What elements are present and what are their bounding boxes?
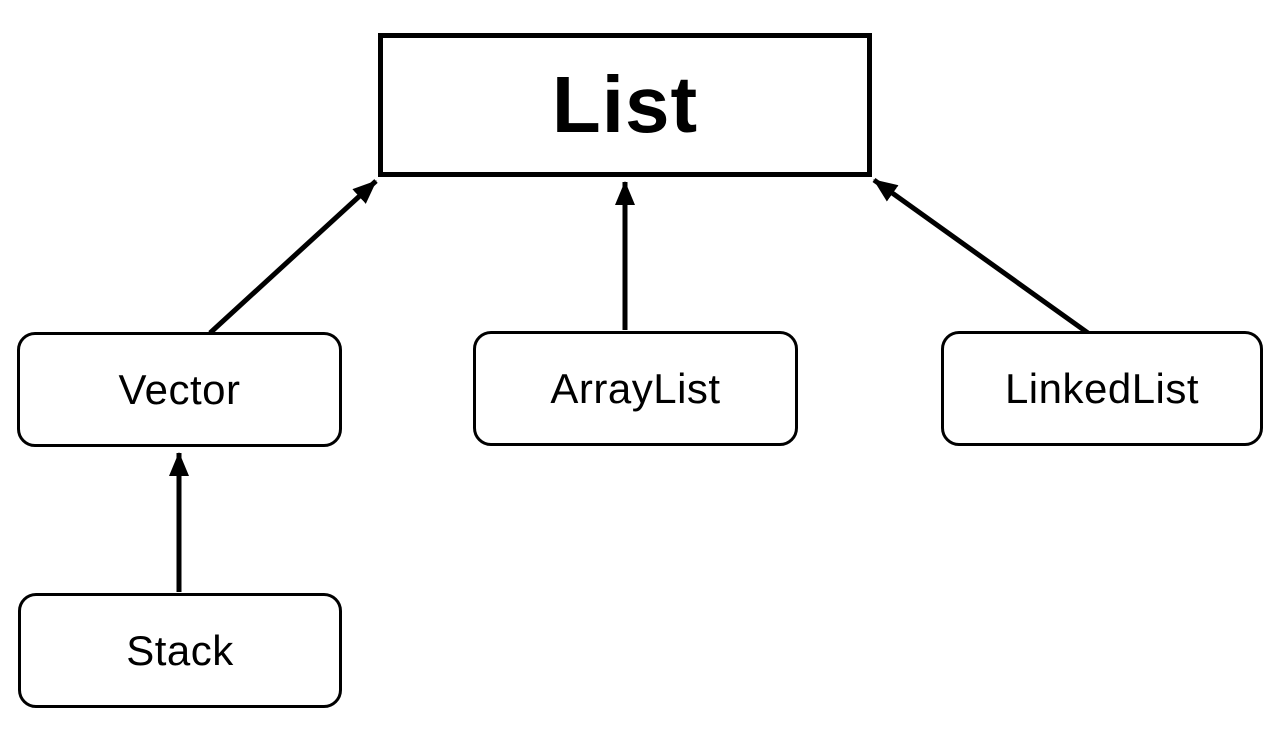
node-arraylist: ArrayList	[473, 331, 798, 446]
node-list: List	[378, 33, 872, 177]
arrow-linkedlist-to-list	[872, 177, 1090, 336]
node-linkedlist: LinkedList	[941, 331, 1263, 446]
node-stack-label: Stack	[126, 626, 234, 674]
node-stack: Stack	[18, 593, 342, 708]
node-arraylist-label: ArrayList	[550, 364, 721, 412]
node-vector: Vector	[17, 332, 342, 447]
node-vector-label: Vector	[118, 365, 241, 413]
arrow-vector-to-list	[208, 179, 378, 335]
node-linkedlist-label: LinkedList	[1004, 364, 1200, 412]
node-list-label: List	[551, 60, 699, 149]
